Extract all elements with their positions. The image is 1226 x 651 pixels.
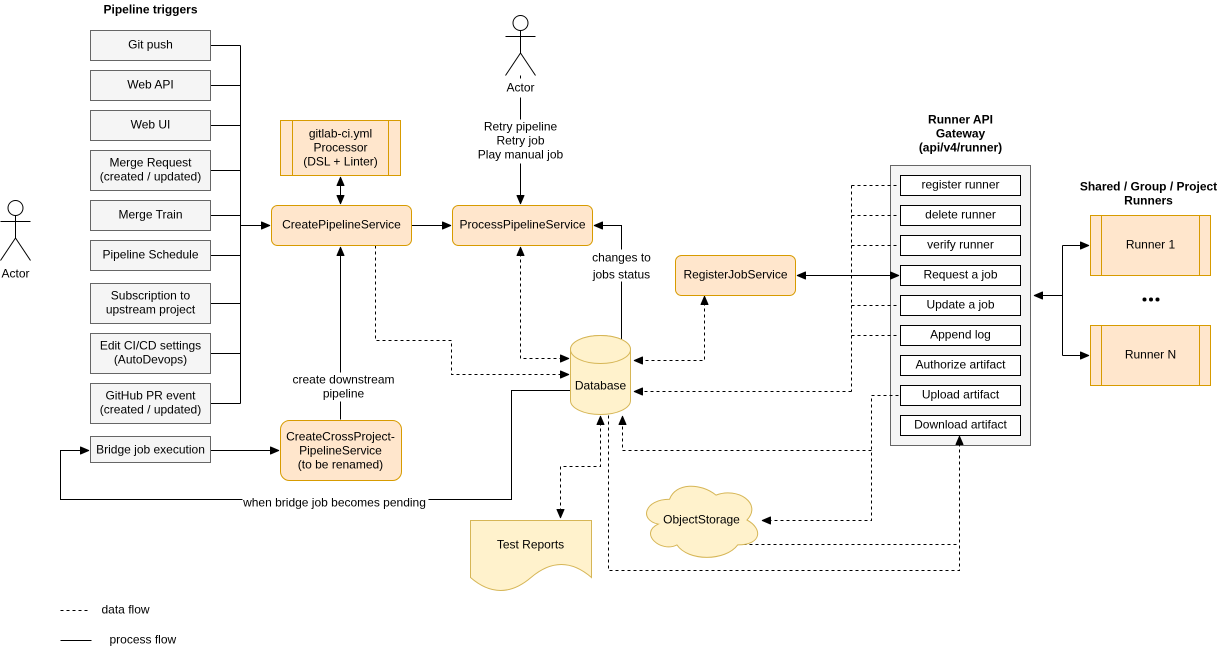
svg-text:register runner: register runner	[921, 178, 999, 192]
svg-text:CreateCrossProject-: CreateCrossProject-	[286, 430, 395, 444]
svg-text:(created / updated): (created / updated)	[100, 403, 201, 417]
svg-text:Merge Train: Merge Train	[118, 208, 182, 222]
svg-text:Runners: Runners	[1124, 194, 1173, 208]
svg-text:Update a job: Update a job	[926, 298, 994, 312]
svg-text:Authorize artifact: Authorize artifact	[915, 358, 1006, 372]
svg-text:data flow: data flow	[102, 603, 150, 617]
svg-text:delete runner: delete runner	[925, 208, 996, 222]
svg-text:Shared / Group / Project: Shared / Group / Project	[1080, 180, 1217, 194]
svg-text:GitHub PR event: GitHub PR event	[105, 389, 196, 403]
svg-text:Runner API: Runner API	[928, 113, 993, 127]
svg-text:(api/v4/runner): (api/v4/runner)	[919, 141, 1002, 155]
svg-text:(to be renamed): (to be renamed)	[298, 458, 383, 472]
svg-text:(DSL + Linter): (DSL + Linter)	[303, 155, 378, 169]
svg-text:changes to: changes to	[592, 251, 651, 265]
svg-text:process flow: process flow	[110, 633, 177, 647]
svg-text:Download artifact: Download artifact	[914, 418, 1007, 432]
svg-text:Retry job: Retry job	[496, 134, 544, 148]
svg-text:Actor: Actor	[506, 81, 534, 95]
svg-text:PipelineService: PipelineService	[299, 444, 382, 458]
svg-text:Runner 1: Runner 1	[1126, 238, 1176, 252]
svg-text:RegisterJobService: RegisterJobService	[683, 268, 787, 282]
svg-text:Web API: Web API	[127, 78, 173, 92]
svg-text:when bridge job becomes pendin: when bridge job becomes pending	[242, 496, 426, 510]
svg-text:create downstream: create downstream	[292, 373, 394, 387]
svg-text:jobs status: jobs status	[592, 268, 650, 282]
svg-text:Bridge job execution: Bridge job execution	[96, 443, 205, 457]
svg-text:verify runner: verify runner	[927, 238, 994, 252]
svg-text:Gateway: Gateway	[936, 127, 986, 141]
svg-text:upstream project: upstream project	[106, 303, 196, 317]
svg-text:(AutoDevops): (AutoDevops)	[114, 353, 187, 367]
svg-text:Merge Request: Merge Request	[109, 156, 192, 170]
svg-text:Test Reports: Test Reports	[497, 538, 564, 552]
svg-text:ProcessPipelineService: ProcessPipelineService	[459, 218, 585, 232]
svg-text:Database: Database	[575, 379, 627, 393]
svg-text:(created / updated): (created / updated)	[100, 170, 201, 184]
svg-text:Append log: Append log	[930, 328, 991, 342]
svg-text:Upload artifact: Upload artifact	[922, 388, 1000, 402]
svg-text:Processor: Processor	[313, 141, 367, 155]
svg-text:Runner N: Runner N	[1125, 348, 1176, 362]
svg-text:Play manual job: Play manual job	[478, 148, 564, 162]
svg-text:Pipeline Schedule: Pipeline Schedule	[102, 248, 198, 262]
svg-text:Web UI: Web UI	[131, 118, 171, 132]
svg-text:CreatePipelineService: CreatePipelineService	[282, 218, 401, 232]
svg-text:Pipeline triggers: Pipeline triggers	[103, 3, 197, 17]
svg-text:ObjectStorage: ObjectStorage	[663, 513, 740, 527]
svg-text:Edit CI/CD settings: Edit CI/CD settings	[100, 339, 201, 353]
svg-text:Request a job: Request a job	[923, 268, 997, 282]
svg-text:Git push: Git push	[128, 38, 173, 52]
svg-text:gitlab-ci.yml: gitlab-ci.yml	[309, 127, 372, 141]
svg-text:Subscription to: Subscription to	[111, 289, 191, 303]
svg-text:Actor: Actor	[1, 267, 29, 281]
svg-text:Retry pipeline: Retry pipeline	[484, 120, 558, 134]
svg-text:pipeline: pipeline	[323, 387, 365, 401]
